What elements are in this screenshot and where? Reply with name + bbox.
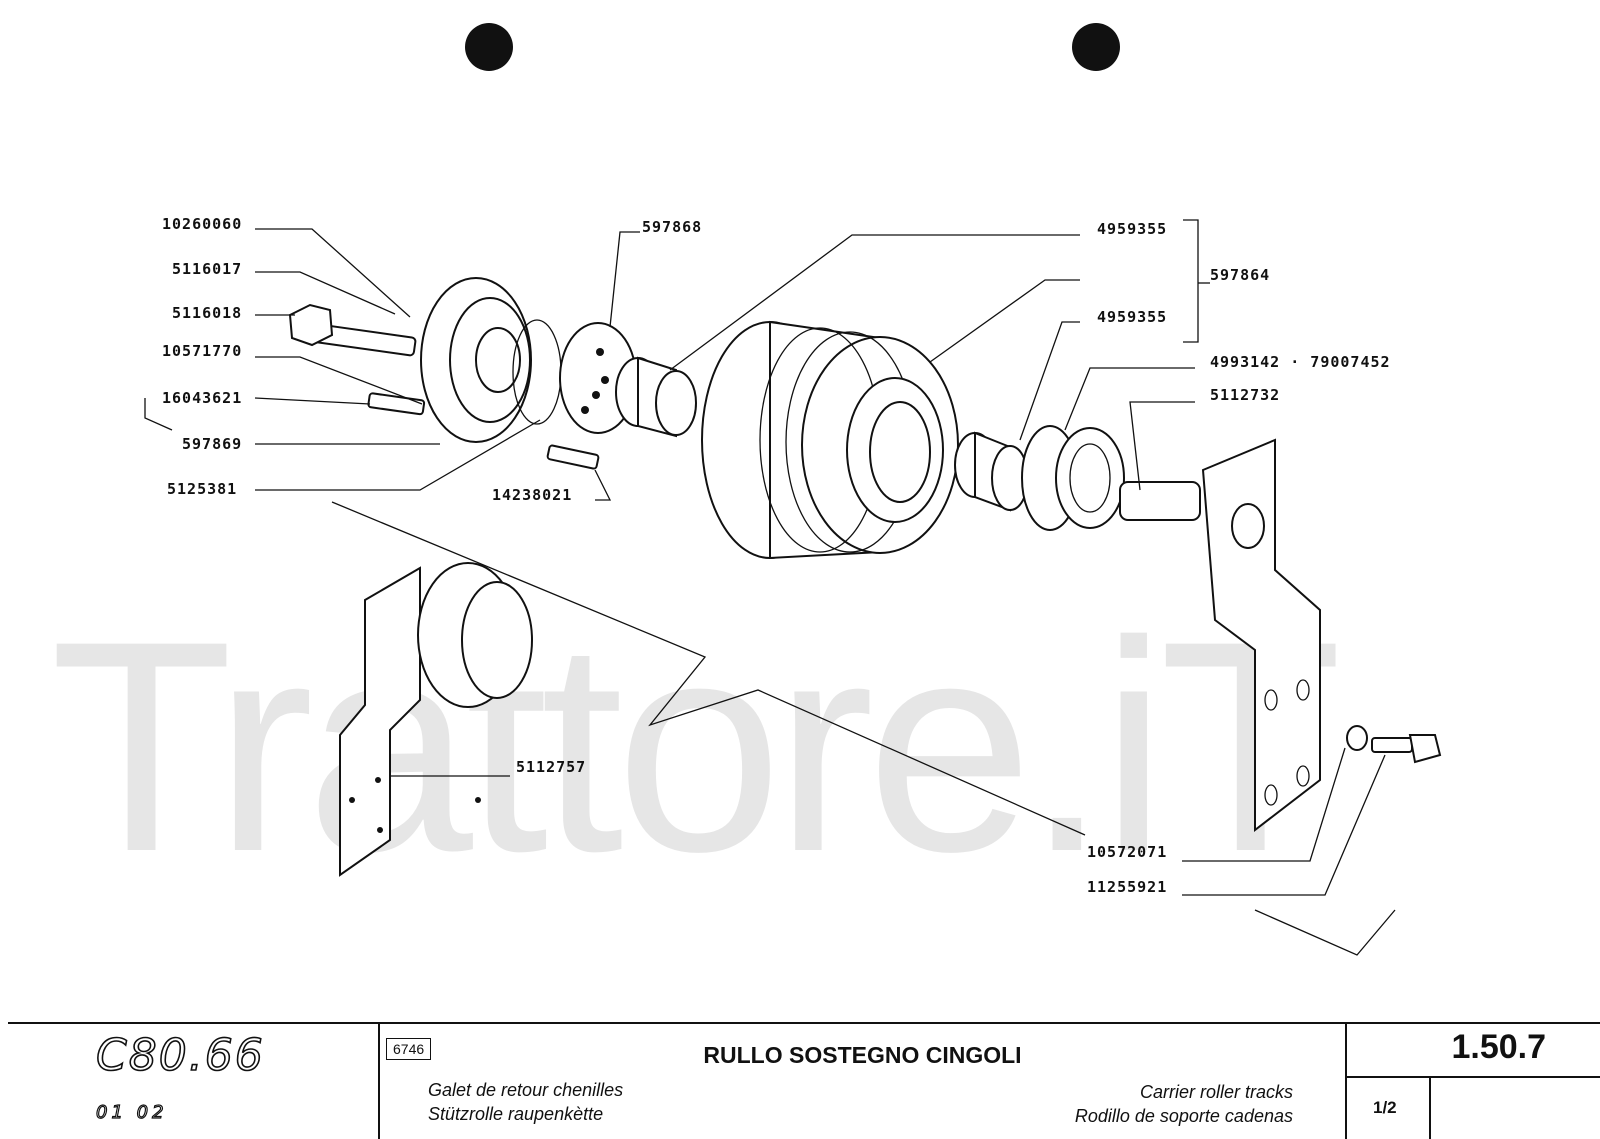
screw-washer [1346,725,1442,764]
callout-5112757: 5112757 [516,758,586,776]
callout-5112732: 5112732 [1210,386,1280,404]
model-number: C80.66 [95,1029,265,1082]
callout-14238021: 14238021 [492,486,572,504]
page-title: RULLO SOSTEGNO CINGOLI [703,1042,1022,1068]
bushing-left [615,356,697,438]
description-cell: 6746 RULLO SOSTEGNO CINGOLI Galet de ret… [380,1024,1347,1139]
callout-4993142-79007452: 4993142 · 79007452 [1210,353,1391,371]
callout-10572071: 10572071 [1087,843,1167,861]
exploded-parts-diagram: Trattore.iT [50,23,1442,956]
callout-16043621: 16043621 [162,389,242,407]
seal-ring [1021,425,1125,531]
callout-597869: 597869 [182,435,242,453]
title-spanish: Rodillo de soporte cadenas [1074,1106,1293,1126]
model-cell: C80.66 01 02 [8,1024,380,1139]
model-variants: 01 02 [95,1101,168,1123]
assembled-roller-inset [339,562,533,877]
shaft-and-bracket [1119,438,1321,833]
callout-labels: 10260060 5116017 5116018 10571770 160436… [162,215,1391,896]
watermark-text: Trattore.iT [50,578,1337,914]
callout-10571770: 10571770 [162,342,242,360]
callout-5116017: 5116017 [172,260,242,278]
callout-11255921: 11255921 [1087,878,1167,896]
binder-hole-right [1072,23,1120,71]
callout-597868: 597868 [642,218,702,236]
drawing-code: 6746 [386,1038,432,1060]
callout-5116018: 5116018 [172,304,242,322]
callout-10260060: 10260060 [162,215,242,233]
sheet-number: 1/2 [1373,1098,1397,1117]
callout-4959355-lower: 4959355 [1097,308,1167,326]
callout-5125381: 5125381 [167,480,237,498]
reference-cell: 1.50.7 1/2 [1347,1024,1600,1139]
callout-597864: 597864 [1210,266,1270,284]
roller-body [701,320,959,560]
title-block: C80.66 01 02 6746 RULLO SOSTEGNO CINGOLI… [8,1022,1600,1139]
binder-hole-left [465,23,513,71]
bushing-right [954,431,1029,512]
leader-lines [144,219,1396,956]
title-english: Carrier roller tracks [1139,1082,1293,1102]
callout-4959355-upper: 4959355 [1097,220,1167,238]
divider [1347,1076,1600,1078]
divider [1429,1076,1431,1139]
title-french: Galet de retour chenilles [428,1080,624,1100]
title-german: Stützrolle raupenkètte [428,1104,604,1124]
hub-cap-assembly [288,277,637,470]
page-number: 1.50.7 [1451,1028,1546,1066]
